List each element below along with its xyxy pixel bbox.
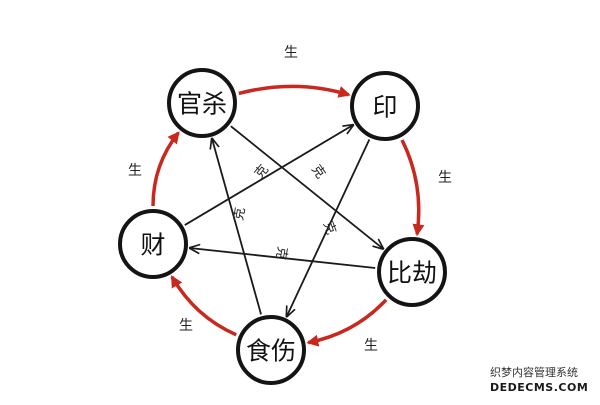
ke-label: 克 bbox=[272, 245, 289, 260]
watermark-top: 织梦内容管理系统 bbox=[490, 366, 578, 379]
node-label: 比劫 bbox=[387, 259, 437, 288]
node-circle bbox=[167, 68, 237, 138]
sheng-arrow-bijie-shishang bbox=[306, 298, 388, 347]
node-yin: 印 bbox=[350, 71, 420, 141]
ke-arrow-shishang-guansha bbox=[212, 139, 262, 315]
node-bijie: 比劫 bbox=[377, 237, 447, 307]
sheng-arrow-guansha-yin bbox=[238, 84, 351, 98]
ke-arrow-cai-yin bbox=[184, 125, 353, 226]
sheng-label: 生 bbox=[179, 318, 193, 334]
node-shishang: 食伤 bbox=[236, 315, 306, 385]
ke-label: 克 bbox=[308, 162, 328, 181]
sheng-arrow-shishang-cai bbox=[170, 275, 237, 337]
sheng-label: 生 bbox=[438, 170, 452, 186]
node-circle bbox=[350, 71, 420, 141]
ke-arrow-yin-shishang bbox=[287, 139, 371, 317]
node-label: 官杀 bbox=[177, 90, 227, 119]
sheng-label: 生 bbox=[128, 163, 142, 179]
ke-label: 克 bbox=[252, 162, 272, 182]
ke-arrow-guansha-bijie bbox=[230, 125, 383, 249]
watermark-bottom: DEDECMS.COM bbox=[490, 381, 589, 394]
ke-label: 克 bbox=[320, 219, 339, 236]
node-circle bbox=[377, 237, 447, 307]
node-circle bbox=[118, 209, 188, 279]
sheng-label: 生 bbox=[364, 338, 378, 354]
node-cai: 财 bbox=[118, 209, 188, 279]
sheng-arrow-yin-bijie bbox=[400, 139, 425, 237]
node-circle bbox=[236, 315, 306, 385]
node-label: 食伤 bbox=[246, 337, 296, 366]
ke-arrow-bijie-cai bbox=[190, 248, 376, 269]
node-guansha: 官杀 bbox=[167, 68, 237, 138]
node-label: 财 bbox=[140, 231, 165, 260]
sheng-label: 生 bbox=[284, 45, 298, 61]
node-label: 印 bbox=[372, 93, 397, 122]
sheng-arrow-cai-guansha bbox=[151, 131, 180, 207]
ke-label: 克 bbox=[231, 206, 248, 221]
